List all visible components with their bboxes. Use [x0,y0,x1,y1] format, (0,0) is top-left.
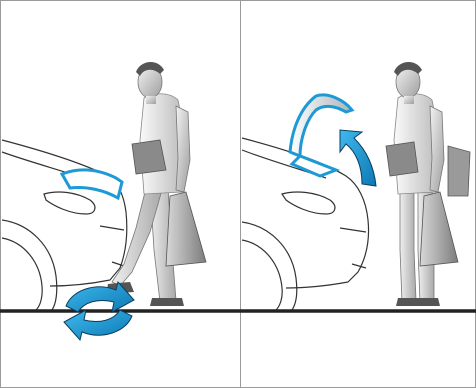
illustration-frame [0,0,476,388]
two-panel-illustration [0,0,476,388]
